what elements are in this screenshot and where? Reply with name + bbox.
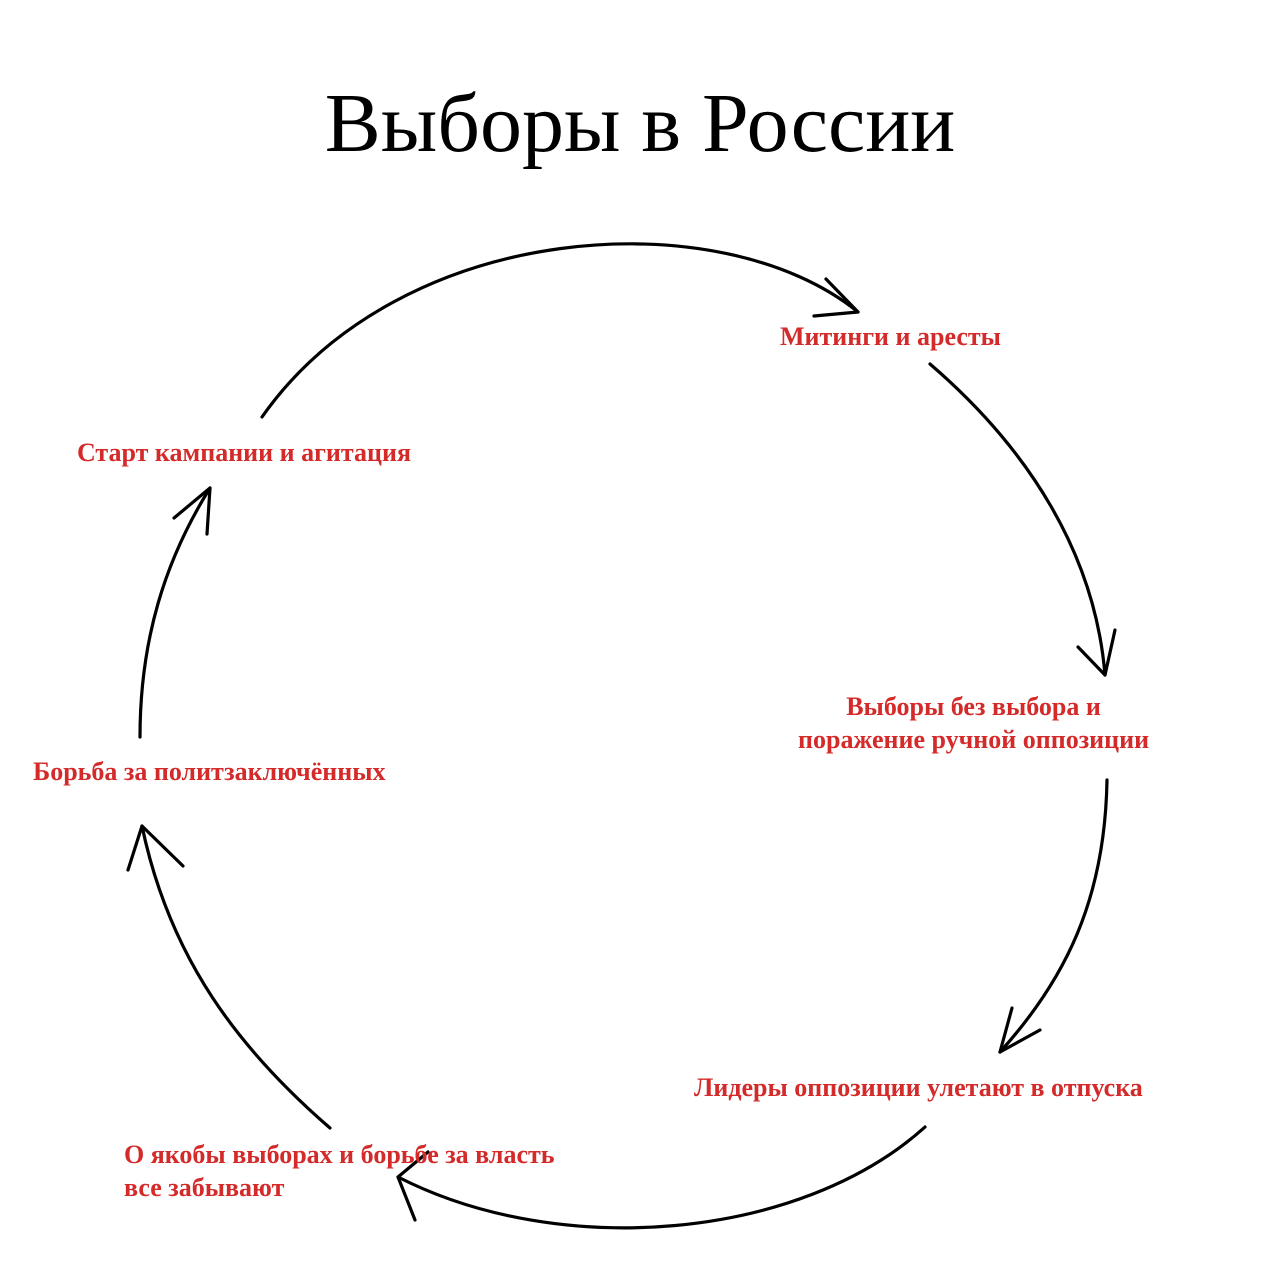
stage-label-elections-line-1: Выборы без выбора и [846, 692, 1101, 721]
stage-label-rallies: Митинги и аресты [780, 320, 1001, 353]
arrowhead-campaign [172, 486, 212, 536]
stage-label-elections-line-2: поражение ручной оппозиции [798, 725, 1150, 754]
arrowhead-elections [1076, 628, 1117, 677]
arrow-vacation-to-forget [396, 1125, 927, 1230]
arrowhead-vacation [998, 1006, 1042, 1054]
stage-label-prisoners-line-1: Борьба за политзаключённых [33, 757, 386, 786]
stage-label-campaign: Старт кампании и агитация [77, 436, 411, 469]
diagram-title: Выборы в России [324, 77, 956, 171]
arrowhead-rallies [812, 277, 860, 318]
arrow-rallies-to-elections [928, 362, 1107, 677]
stage-label-forget-line-1: О якобы выборах и борьбе за власть [124, 1140, 555, 1169]
arrow-elections-to-vacation [998, 778, 1109, 1054]
stage-label-forget: О якобы выборах и борьбе за власть все з… [124, 1138, 555, 1204]
arrow-campaign-to-rallies [260, 242, 860, 419]
stage-label-vacation-line-1: Лидеры оппозиции улетают в отпуска [694, 1073, 1143, 1102]
arrowhead-forget [396, 1150, 430, 1222]
stage-label-vacation: Лидеры оппозиции улетают в отпуска [694, 1071, 1143, 1104]
arrow-prisoners-to-campaign [138, 486, 212, 739]
stage-label-campaign-line-1: Старт кампании и агитация [77, 438, 412, 467]
arrow-forget-to-prisoners [140, 824, 332, 1130]
stage-label-rallies-line-1: Митинги и аресты [780, 322, 1001, 351]
stage-label-prisoners: Борьба за политзаключённых [33, 755, 386, 788]
arrowhead-prisoners [126, 824, 185, 872]
stage-label-forget-line-2: все забывают [124, 1173, 285, 1202]
stage-label-elections: Выборы без выбора и поражение ручной опп… [798, 690, 1149, 756]
